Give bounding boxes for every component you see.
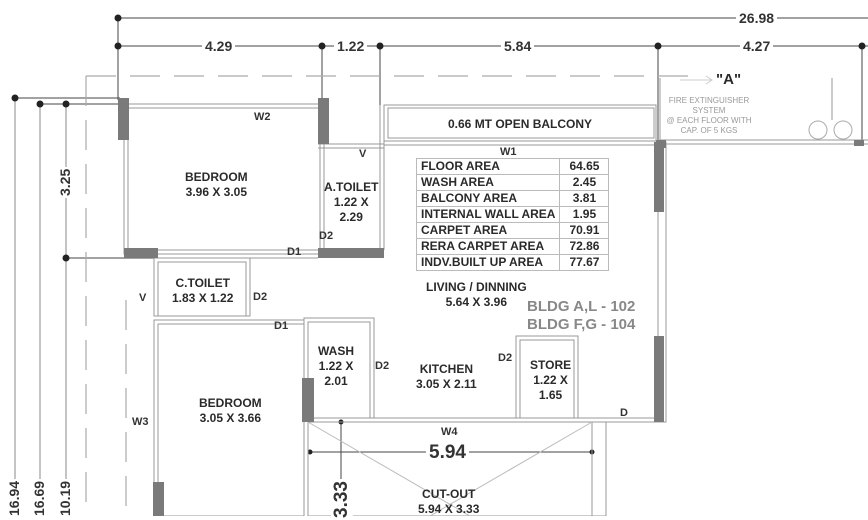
dim-left-overall-1: 16.94 [6,478,22,518]
door-d1-tag-2: D1 [274,320,289,332]
window-w4-tag: W4 [441,426,458,438]
note-line-1: FIRE EXTINGUISHER [668,96,750,105]
area-value: 70.91 [559,222,610,239]
area-value: 77.67 [559,254,610,271]
door-d2-tag-3: D2 [375,360,390,372]
area-label: BALCONY AREA [415,190,561,207]
stamp-icons [808,120,853,140]
room-size: 3.05 X 3.66 [199,411,262,425]
room-name: WASH [318,344,354,358]
dim-left-segment: 3.25 [57,166,73,198]
area-label: CARPET AREA [415,222,561,239]
door-d2-tag-2: D2 [253,291,268,303]
room-size: 3.05 X 2.11 [416,377,477,391]
room-name: STORE [530,358,572,372]
room-size-2: 2.01 [324,374,348,388]
ventilator-v-tag-1: V [359,148,367,160]
note-line-4: CAP. OF 5 KGS [680,126,738,135]
room-wash: WASH 1.22 X 2.01 [318,344,354,389]
room-name: BEDROOM [199,396,262,410]
note-line-3: @ EACH FLOOR WITH [666,116,752,125]
room-living-dining: LIVING / DINNING 5.64 X 3.96 [426,280,527,310]
section-marker-a: "A" [716,71,742,88]
room-common-toilet: C.TOILET 1.83 X 1.22 [172,276,233,306]
window-w2-tag: W2 [254,111,271,123]
door-d1-tag-1: D1 [287,246,302,258]
fire-extinguisher-note: FIRE EXTINGUISHER SYSTEM @ EACH FLOOR WI… [660,96,758,136]
building-label-2: BLDG F,G - 104 [527,316,636,333]
room-store: STORE 1.22 X 1.65 [530,358,571,403]
room-name: CUT-OUT [422,487,476,501]
door-d2-tag-4: D2 [498,352,513,364]
room-size: 5.94 X 3.33 [418,502,480,516]
cutout-diagonals [307,421,593,516]
cutout-width-dim: 5.94 [426,442,469,464]
room-size: 1.83 X 1.22 [172,291,234,305]
room-size-2: 2.29 [339,210,363,224]
room-size: 1.22 X [533,373,568,387]
dim-left-overall-3: 10.19 [57,478,73,518]
room-name: KITCHEN [419,362,474,376]
window-w1-tag: W1 [500,146,517,158]
room-size: 5.64 X 3.96 [445,295,508,309]
area-value: 2.45 [559,174,610,191]
room-name: BEDROOM [185,170,248,184]
window-w3-tag: W3 [132,416,149,428]
room-name: C.TOILET [175,276,230,290]
room-size-2: 1.65 [538,388,563,402]
columns [118,98,864,516]
area-label: FLOOR AREA [415,158,561,175]
cutout-area: CUT-OUT 5.94 X 3.33 [418,487,479,517]
area-label: INTERNAL WALL AREA [415,206,561,223]
arrow-icon [680,75,713,85]
area-label: INDV.BUILT UP AREA [415,254,561,271]
area-label: RERA CARPET AREA [415,238,561,255]
dashed-outline [85,75,700,516]
door-d-tag: D [620,407,628,419]
dim-segment-3: 5.84 [501,38,535,54]
dimension-dots [11,14,866,455]
room-bedroom-1: BEDROOM 3.96 X 3.05 [185,170,248,200]
note-line-2: SYSTEM [692,106,726,115]
room-name: LIVING / DINNING [426,280,527,294]
door-d2-tag-1: D2 [319,230,334,242]
dim-segment-1: 4.29 [202,38,236,54]
ventilator-v-tag-2: V [139,292,147,304]
room-kitchen: KITCHEN 3.05 X 2.11 [416,362,477,392]
dim-segment-4: 4.27 [740,38,774,54]
room-name: A.TOILET [324,180,379,194]
area-value: 64.65 [559,158,610,175]
dim-left-overall-2: 16.69 [31,478,47,518]
room-size: 1.22 X [318,359,354,373]
room-size: 3.96 X 3.05 [185,185,248,199]
overall-width-dim: 26.98 [736,10,778,26]
area-label: WASH AREA [415,174,561,191]
balcony-label: 0.66 MT OPEN BALCONY [448,117,593,131]
area-value: 72.86 [559,238,610,255]
area-value: 1.95 [559,206,610,223]
building-label-1: BLDG A,L - 102 [527,298,636,315]
room-size: 1.22 X [333,195,369,209]
room-bedroom-2: BEDROOM 3.05 X 3.66 [199,396,262,426]
area-value: 3.81 [559,190,610,207]
room-attached-toilet: A.TOILET 1.22 X 2.29 [324,180,378,225]
dim-segment-2: 1.22 [334,38,368,54]
cutout-depth-dim: 3.33 [331,479,353,520]
